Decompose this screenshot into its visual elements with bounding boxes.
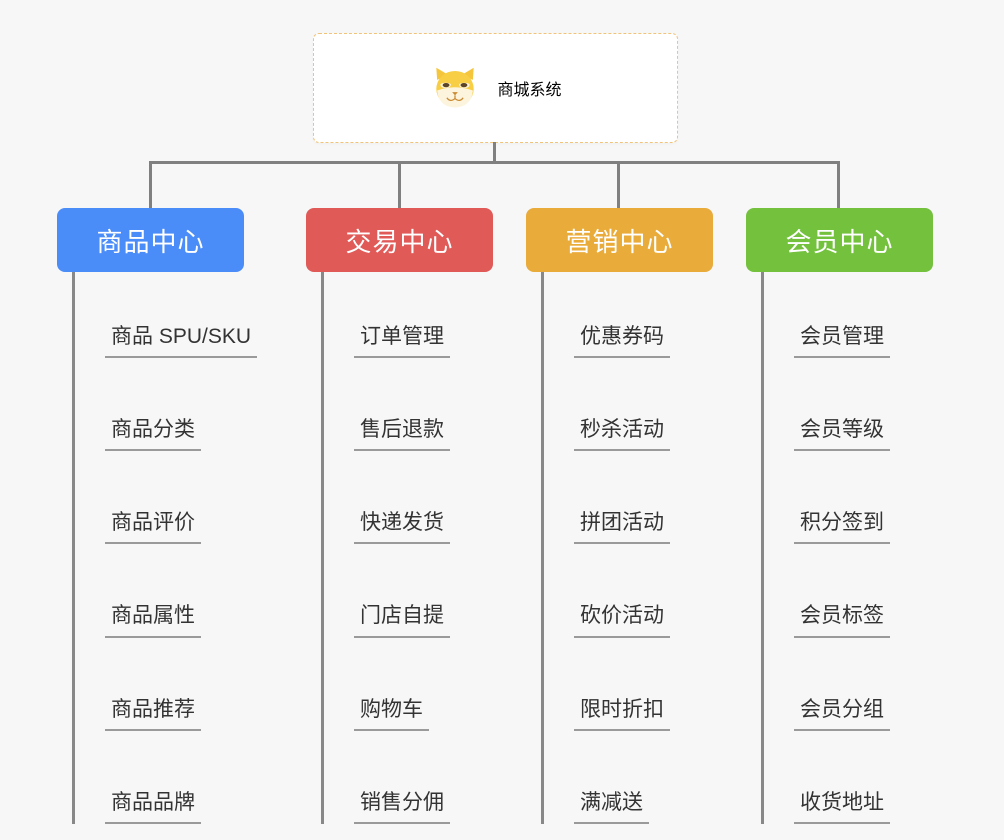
leaf-item[interactable]: 积分签到 bbox=[761, 486, 948, 545]
branch-spine bbox=[321, 272, 324, 824]
leaf-item[interactable]: 商品 SPU/SKU bbox=[72, 300, 259, 358]
root-title: 商城系统 bbox=[497, 82, 562, 99]
leaf-label: 商品推荐 bbox=[105, 697, 201, 731]
root-node-card[interactable]: 商城系统 bbox=[313, 33, 678, 143]
branch-spine bbox=[761, 272, 764, 824]
connector-drop-3 bbox=[617, 161, 620, 209]
leaf-item[interactable]: 售后退款 bbox=[321, 393, 508, 452]
branch-header-marketing-center[interactable]: 营销中心 bbox=[526, 208, 713, 272]
leaf-label: 砍价活动 bbox=[574, 603, 670, 638]
leaf-label: 订单管理 bbox=[354, 324, 450, 358]
leaf-item[interactable]: 销售分佣 bbox=[321, 766, 508, 824]
leaf-label: 销售分佣 bbox=[354, 790, 450, 824]
leaf-item[interactable]: 购物车 bbox=[321, 673, 508, 731]
branch-header-member-center[interactable]: 会员中心 bbox=[746, 208, 933, 272]
shiba-dog-icon bbox=[436, 67, 475, 108]
leaf-label: 售后退款 bbox=[354, 417, 450, 452]
branch-column-marketing-center: 营销中心 优惠券码 秒杀活动 拼团活动 砍价活动 限时折扣 满减送 bbox=[526, 208, 713, 824]
branch-body-marketing-center: 优惠券码 秒杀活动 拼团活动 砍价活动 限时折扣 满减送 bbox=[526, 272, 713, 824]
leaf-label: 会员管理 bbox=[794, 324, 890, 358]
leaf-label: 商品品牌 bbox=[105, 790, 201, 824]
leaf-label: 收货地址 bbox=[794, 790, 890, 824]
leaf-label: 会员等级 bbox=[794, 417, 890, 452]
branch-column-member-center: 会员中心 会员管理 会员等级 积分签到 会员标签 会员分组 收货地址 bbox=[746, 208, 933, 824]
leaf-label: 秒杀活动 bbox=[574, 417, 670, 452]
leaf-label: 限时折扣 bbox=[574, 697, 670, 731]
leaf-item[interactable]: 商品评价 bbox=[72, 486, 259, 545]
leaf-item[interactable]: 商品属性 bbox=[72, 580, 259, 638]
leaf-label: 购物车 bbox=[354, 697, 429, 731]
branch-spine bbox=[72, 272, 75, 824]
leaf-item[interactable]: 门店自提 bbox=[321, 580, 508, 638]
leaf-item[interactable]: 商品分类 bbox=[72, 393, 259, 452]
leaf-label: 商品属性 bbox=[105, 603, 201, 638]
leaf-item[interactable]: 拼团活动 bbox=[541, 486, 728, 545]
branch-spine bbox=[541, 272, 544, 824]
leaf-label: 快递发货 bbox=[354, 510, 450, 545]
leaf-item[interactable]: 订单管理 bbox=[321, 300, 508, 358]
leaf-item[interactable]: 会员等级 bbox=[761, 393, 948, 452]
branch-header-product-center[interactable]: 商品中心 bbox=[57, 208, 244, 272]
leaf-item[interactable]: 收货地址 bbox=[761, 766, 948, 824]
leaf-item[interactable]: 商品推荐 bbox=[72, 673, 259, 731]
leaf-label: 拼团活动 bbox=[574, 510, 670, 545]
leaf-item[interactable]: 秒杀活动 bbox=[541, 393, 728, 452]
branch-header-trade-center[interactable]: 交易中心 bbox=[306, 208, 493, 272]
connector-horizontal-bus bbox=[150, 161, 840, 164]
branch-body-trade-center: 订单管理 售后退款 快递发货 门店自提 购物车 销售分佣 bbox=[306, 272, 493, 824]
leaf-label: 商品分类 bbox=[105, 417, 201, 452]
branch-body-product-center: 商品 SPU/SKU 商品分类 商品评价 商品属性 商品推荐 商品品牌 bbox=[57, 272, 258, 824]
connector-drop-2 bbox=[398, 161, 401, 209]
leaf-item[interactable]: 砍价活动 bbox=[541, 580, 728, 638]
leaf-label: 商品评价 bbox=[105, 510, 201, 545]
leaf-label: 会员分组 bbox=[794, 697, 890, 731]
leaf-item[interactable]: 会员分组 bbox=[761, 673, 948, 731]
connector-drop-4 bbox=[837, 161, 840, 209]
leaf-item[interactable]: 会员标签 bbox=[761, 580, 948, 638]
leaf-item[interactable]: 优惠券码 bbox=[541, 300, 728, 358]
leaf-label: 优惠券码 bbox=[574, 324, 670, 358]
leaf-item[interactable]: 满减送 bbox=[541, 766, 728, 824]
leaf-label: 满减送 bbox=[574, 790, 649, 824]
connector-drop-1 bbox=[149, 161, 152, 209]
leaf-item[interactable]: 商品品牌 bbox=[72, 766, 259, 824]
leaf-label: 积分签到 bbox=[794, 510, 890, 545]
leaf-label: 会员标签 bbox=[794, 603, 890, 638]
connector-root-stem bbox=[493, 142, 496, 164]
branch-body-member-center: 会员管理 会员等级 积分签到 会员标签 会员分组 收货地址 bbox=[746, 272, 933, 824]
leaf-item[interactable]: 会员管理 bbox=[761, 300, 948, 358]
branch-column-product-center: 商品中心 商品 SPU/SKU 商品分类 商品评价 商品属性 商品推荐 商品品牌 bbox=[57, 208, 258, 824]
branch-column-trade-center: 交易中心 订单管理 售后退款 快递发货 门店自提 购物车 销售分佣 bbox=[306, 208, 493, 824]
leaf-label: 商品 SPU/SKU bbox=[105, 324, 258, 358]
leaf-item[interactable]: 快递发货 bbox=[321, 486, 508, 545]
leaf-item[interactable]: 限时折扣 bbox=[541, 673, 728, 731]
leaf-label: 门店自提 bbox=[354, 603, 450, 638]
